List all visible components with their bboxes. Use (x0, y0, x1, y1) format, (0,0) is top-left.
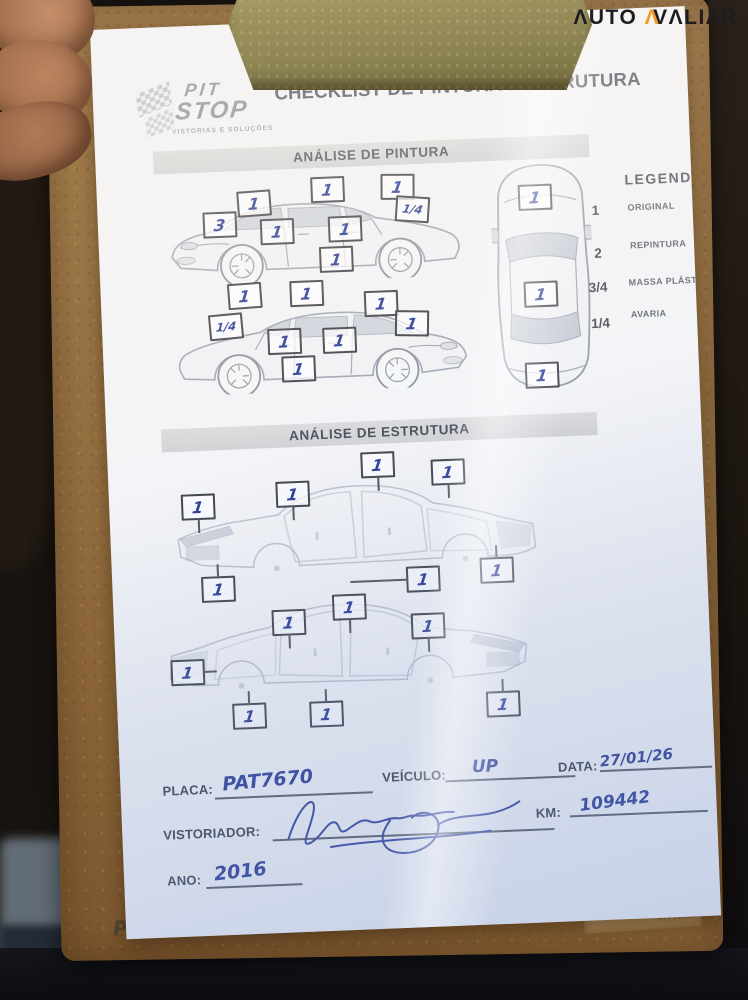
paint-mark2-rocker: 1 (281, 355, 317, 383)
logo-line2: STOP (174, 95, 250, 126)
paint-mark-hood: 3 (202, 211, 238, 239)
struct-mark2-front-lower: 1 (485, 690, 521, 718)
paint-mark-rear-door: 1 (327, 215, 363, 243)
paint-mark2-rear-door: 1 (267, 327, 303, 356)
data-label: DATA: (557, 758, 598, 775)
struct-mark-rear-lower: 1 (479, 556, 515, 584)
ano-label: ANO: (166, 872, 202, 889)
brand-accent-letter: Λ (644, 6, 661, 29)
paint-mark-top-hood: 1 (517, 183, 553, 211)
struct-mark-c-pillar: 1 (430, 458, 466, 486)
struct-mark-b-pillar: 1 (360, 451, 396, 479)
paint-mark-rear-quarter: 1/4 (394, 195, 431, 224)
brand-text: ΛLIΛR (668, 6, 738, 29)
section-header-estrutura: ANÁLISE DE ESTRUTURA (161, 411, 598, 453)
struct-mark2-rear-lower: 1 (232, 702, 268, 730)
legend-code-3: 3/4 (588, 279, 608, 296)
placa-label: PLACA: (162, 781, 214, 799)
paint-mark-windshield: 1 (236, 189, 273, 218)
paint-mark2-front-door: 1 (322, 326, 358, 354)
veiculo-value: UP (471, 756, 499, 778)
legend-label-1: ORIGINAL (627, 200, 675, 213)
brand-text: V (653, 6, 669, 29)
paint-mark-front-door: 1 (259, 217, 295, 246)
autoavaliar-logo: ΛUTO ΛVΛLIΛR (573, 6, 738, 30)
clipboard-clip (228, 0, 592, 90)
legend-code-1: 1 (591, 202, 600, 219)
paint-mark2-rear-quarter: 1/4 (207, 312, 245, 342)
struct-mark2-a-pillar: 1 (410, 612, 446, 640)
struct-mark-front-lower: 1 (201, 575, 237, 603)
struct-mark2-c-pillar: 1 (271, 608, 307, 637)
paint-mark2-roof: 1 (289, 279, 325, 308)
paint-mark2-front-top: 1 (363, 289, 399, 318)
checklist-paper: PIT STOP VISTORIAS E SOLUÇÕES CHECKLIST … (90, 6, 722, 940)
veiculo-label: VEÍCULO: (381, 767, 447, 785)
struct-mark2-sill: 1 (309, 700, 345, 728)
paint-mark2-rear-top: 1 (226, 281, 263, 311)
paint-mark-top-trunk: 1 (524, 361, 560, 389)
legend-code-4: 1/4 (590, 315, 611, 332)
legend-label-2: REPINTURA (629, 238, 687, 251)
paint-mark-rocker: 1 (318, 245, 354, 273)
logo-tagline: VISTORIAS E SOLUÇÕES (172, 124, 274, 136)
paint-mark-top-roof: 1 (523, 280, 559, 308)
struct-mark-sill: 1 (405, 565, 441, 593)
paint-mark2-front-fender: 1 (394, 310, 430, 337)
legend-code-2: 2 (594, 245, 603, 261)
struct-mark-a-pillar: 1 (275, 480, 311, 508)
struct-mark-front-top: 1 (180, 493, 216, 521)
paint-mark-roof: 1 (310, 175, 346, 204)
vistoriador-signature (287, 800, 521, 855)
struct-mark2-roof: 1 (331, 593, 367, 621)
legend-label-4: AVARIA (630, 308, 667, 320)
struct-mark2-rear-end: 1 (170, 658, 206, 687)
brand-text: ΛUTO (573, 6, 645, 29)
